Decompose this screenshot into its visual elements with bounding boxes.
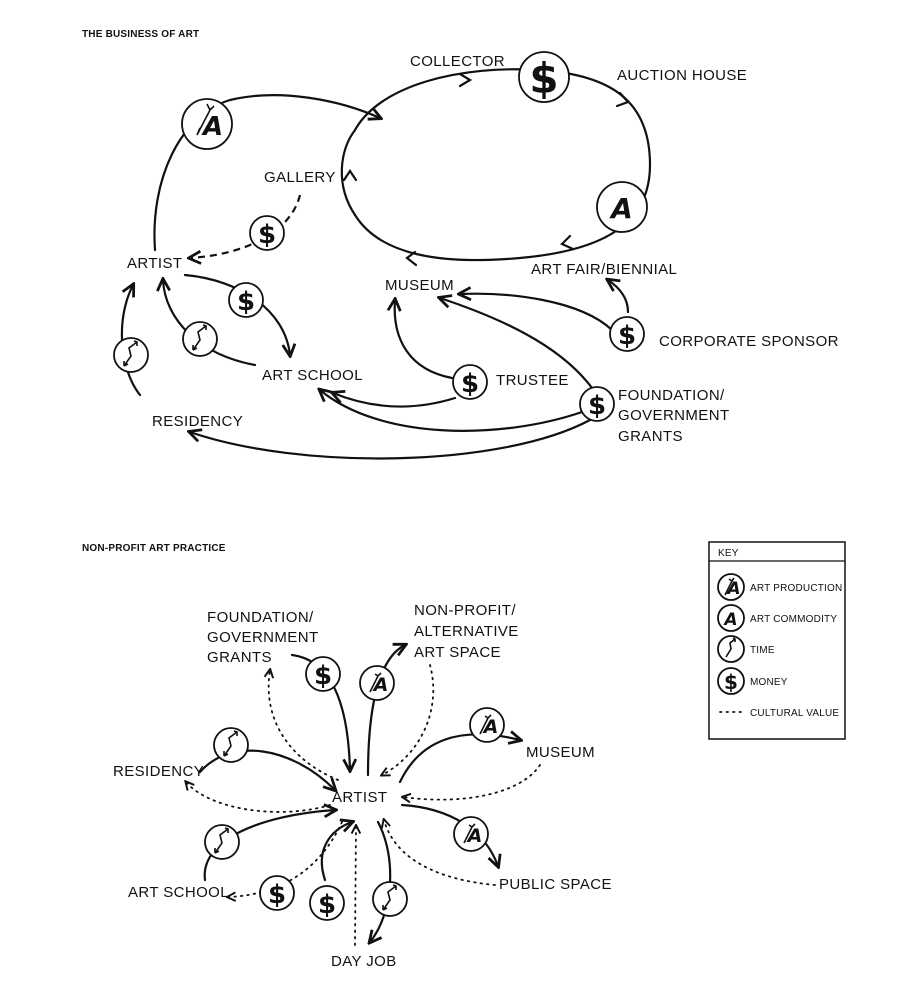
np-public-space-label: PUBLIC SPACE — [499, 876, 612, 893]
np-artist-to-nonprofit-flow — [366, 645, 405, 777]
np-dayjob-money-to-artist-flow — [320, 822, 352, 882]
auction-house-label: AUCTION HOUSE — [617, 67, 747, 84]
foundation-label-line2: GOVERNMENT — [618, 407, 730, 424]
collector-label: COLLECTOR — [410, 53, 505, 70]
art-production-icon: A — [359, 665, 395, 701]
np-artist-to-artschool-value — [228, 821, 343, 897]
np-residency-to-artist-flow — [198, 749, 335, 790]
svg-text:$: $ — [618, 321, 636, 351]
key-art-production-label: ART PRODUCTION — [750, 583, 842, 594]
museum-label: MUSEUM — [385, 277, 454, 294]
key-money-icon: $ — [717, 667, 745, 695]
money-icon: $ — [249, 215, 285, 251]
key-money-label: MONEY — [750, 677, 788, 688]
key-time-icon — [717, 635, 745, 663]
art-production-icon: A — [469, 707, 505, 743]
money-icon: $ — [259, 875, 295, 911]
svg-text:$: $ — [588, 391, 606, 421]
svg-text:$: $ — [318, 890, 336, 920]
np-dayjob-to-artist-value — [355, 826, 356, 946]
svg-text:$: $ — [314, 661, 332, 691]
np-nonprofit-to-artist-value — [382, 664, 435, 775]
svg-text:$: $ — [529, 54, 558, 103]
corporate-sponsor-label: CORPORATE SPONSOR — [659, 333, 839, 350]
time-icon — [182, 321, 218, 357]
money-icon: $ — [452, 364, 488, 400]
artist-to-collector-flow — [153, 94, 380, 252]
time-icon — [372, 881, 408, 917]
sponsor-to-artfair-flow — [608, 280, 630, 314]
sponsor-to-museum-flow — [460, 294, 614, 332]
foundation-to-residency-flow — [190, 418, 592, 460]
trustee-to-artschool-flow — [333, 393, 457, 408]
svg-text:$: $ — [724, 670, 738, 694]
foundation-to-artschool-flow — [320, 390, 584, 432]
art-fair-label: ART FAIR/BIENNIAL — [531, 261, 677, 278]
time-icon — [204, 824, 240, 860]
money-icon: $ — [305, 656, 341, 692]
legend-key: KEY A ART PRODUCTION A ART COMMODITY TIM… — [708, 541, 846, 740]
np-art-school-label: ART SCHOOL — [128, 884, 229, 901]
trustee-label: TRUSTEE — [496, 372, 569, 389]
market-loop — [340, 68, 652, 267]
key-art-commodity-label: ART COMMODITY — [750, 614, 837, 625]
key-art-commodity-icon: A — [717, 604, 745, 632]
np-museum-to-artist-value — [403, 764, 541, 800]
art-commodity-icon: A — [596, 181, 648, 233]
art-school-label: ART SCHOOL — [262, 367, 363, 384]
np-museum-label: MUSEUM — [526, 744, 595, 761]
svg-text:$: $ — [237, 287, 255, 317]
key-title: KEY — [718, 548, 739, 559]
np-artist-label: ARTIST — [332, 789, 387, 806]
np-publicspace-to-artist-value — [384, 820, 496, 886]
svg-text:$: $ — [268, 880, 286, 910]
foundation-label-line3: GRANTS — [618, 428, 683, 445]
money-icon: $ — [579, 386, 615, 422]
gallery-label: GALLERY — [264, 169, 336, 186]
art-production-icon: A — [453, 816, 489, 852]
business-section-title: THE BUSINESS OF ART — [82, 29, 199, 40]
np-foundation-to-artist-flow — [290, 653, 350, 770]
money-icon: $ — [309, 885, 345, 921]
money-icon: $ — [228, 282, 264, 318]
np-foundation-label-line2: GOVERNMENT — [207, 629, 319, 646]
np-nonprofit-label-line2: ALTERNATIVE — [414, 623, 519, 640]
np-artist-to-residency-value — [186, 782, 331, 813]
svg-text:A: A — [725, 579, 740, 599]
trustee-to-museum-flow — [395, 300, 454, 380]
svg-text:A: A — [722, 610, 737, 630]
time-icon — [113, 337, 149, 373]
np-foundation-label-line1: FOUNDATION/ — [207, 609, 314, 626]
money-icon: $ — [609, 316, 645, 352]
artist-label: ARTIST — [127, 255, 182, 272]
np-day-job-label: DAY JOB — [331, 953, 397, 970]
svg-text:$: $ — [461, 369, 479, 399]
np-foundation-label-line3: GRANTS — [207, 649, 272, 666]
time-icon — [213, 727, 249, 763]
np-artschool-to-artist-flow — [203, 810, 335, 882]
svg-text:A: A — [609, 192, 633, 225]
svg-text:A: A — [201, 112, 223, 142]
key-time-label: TIME — [750, 645, 775, 656]
key-art-production-icon: A — [717, 573, 745, 601]
np-residency-label: RESIDENCY — [113, 763, 204, 780]
money-icon: $ — [518, 51, 570, 103]
np-nonprofit-label-line3: ART SPACE — [414, 644, 501, 661]
foundation-label-line1: FOUNDATION/ — [618, 387, 725, 404]
art-production-icon: A — [181, 98, 233, 150]
residency-label: RESIDENCY — [152, 413, 243, 430]
foundation-to-museum-flow — [440, 298, 594, 390]
svg-text:$: $ — [258, 220, 276, 250]
key-cultural-value-label: CULTURAL VALUE — [750, 708, 839, 719]
np-nonprofit-label-line1: NON-PROFIT/ — [414, 602, 516, 619]
np-artist-to-foundation-value — [269, 670, 339, 781]
nonprofit-section-title: NON-PROFIT ART PRACTICE — [82, 543, 226, 554]
